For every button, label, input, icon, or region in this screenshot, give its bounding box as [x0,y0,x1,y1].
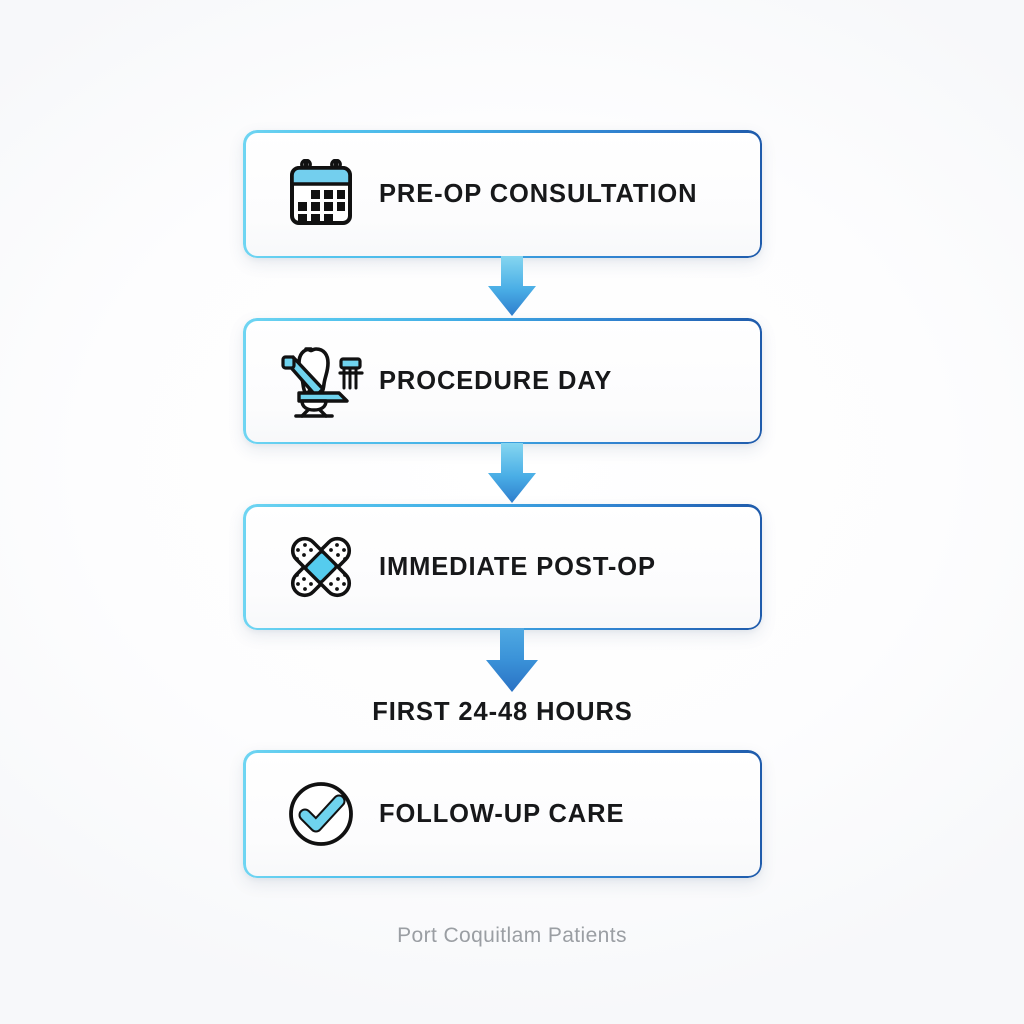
arrow-down-icon [476,628,548,694]
flow-step-label: IMMEDIATE POST-OP [379,552,656,581]
crossed-bandages-icon [269,528,373,606]
flow-step-follow-up-care[interactable]: FOLLOW-UP CARE [243,750,762,878]
footer-caption: Port Coquitlam Patients [397,924,627,947]
dental-chair-icon [269,343,373,419]
flow-step-label: FOLLOW-UP CARE [379,799,625,828]
flow-step-first-24-48-hours: FIRST 24-48 HOURS [243,698,762,727]
flow-step-label: PROCEDURE DAY [379,366,613,395]
check-circle-icon [269,778,373,850]
flow-step-procedure-day[interactable]: PROCEDURE DAY [243,318,762,444]
flow-step-label: PRE-OP CONSULTATION [379,179,698,208]
flow-step-pre-op-consultation[interactable]: PRE-OP CONSULTATION [243,130,762,258]
calendar-icon [269,159,373,229]
flow-step-immediate-post-op[interactable]: IMMEDIATE POST-OP [243,504,762,630]
flow-step-label: FIRST 24-48 HOURS [372,698,633,726]
arrow-down-icon [479,443,545,505]
arrow-down-icon [479,256,545,318]
